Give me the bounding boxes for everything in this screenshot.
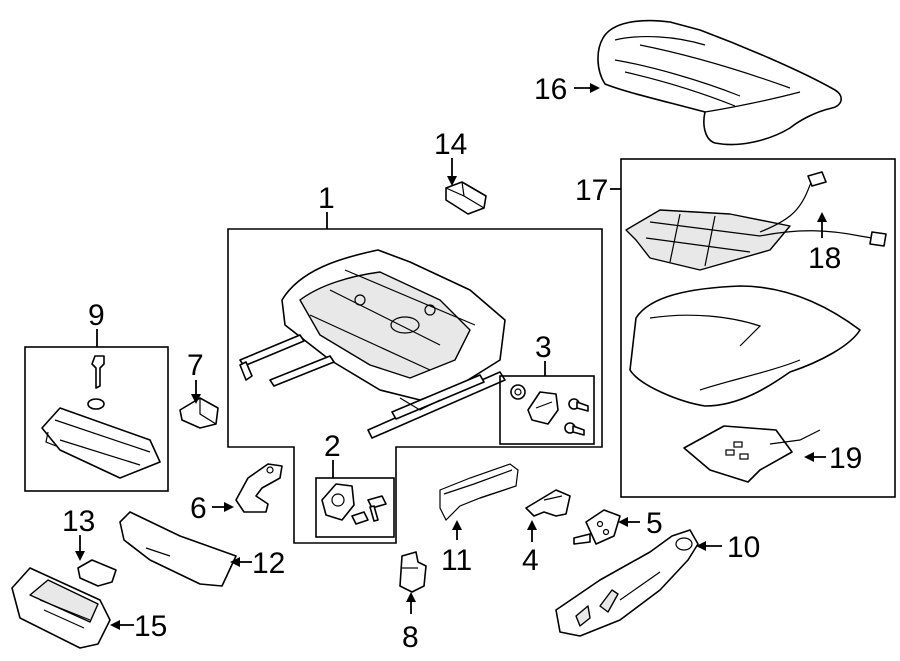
part-1-seat-frame (239, 249, 506, 439)
part-9-box (24, 346, 169, 492)
callout-18: 18 (808, 242, 841, 275)
callout-17: 17 (575, 174, 608, 207)
callout-8: 8 (402, 621, 419, 654)
callout-12: 12 (252, 547, 285, 580)
callout-3: 3 (535, 331, 552, 364)
callout-1: 1 (318, 182, 335, 215)
leader-10 (696, 541, 722, 551)
part-9-cover (41, 355, 161, 479)
callout-9: 9 (88, 299, 105, 332)
leader-16 (574, 83, 600, 93)
part-2-motor (321, 483, 387, 525)
leader-13 (75, 535, 85, 561)
leader-8 (406, 592, 416, 614)
part-13-clip (77, 559, 117, 587)
part-1-box (227, 228, 603, 544)
leader-11 (452, 520, 462, 540)
part-12-trim-panel (119, 511, 237, 587)
callout-13: 13 (62, 505, 95, 538)
callout-16: 16 (534, 73, 567, 106)
callout-11: 11 (441, 544, 472, 577)
callout-7: 7 (187, 349, 204, 382)
part-10-side-shield (555, 529, 699, 637)
callout-2: 2 (324, 430, 341, 463)
part-16-seat-cushion-pad (597, 19, 842, 146)
part-11-harness (439, 463, 519, 522)
part-7-handle (179, 397, 219, 429)
part-8-connector (399, 551, 427, 593)
leader-15 (110, 620, 134, 630)
part-2-box (315, 477, 395, 538)
leader-14 (447, 158, 457, 186)
callout-19: 19 (829, 442, 862, 475)
leader-19 (804, 452, 826, 462)
part-17-cushion (625, 171, 887, 483)
leader-18 (817, 212, 827, 238)
callout-6: 6 (190, 492, 207, 525)
part-4-lever (525, 489, 571, 517)
callout-10: 10 (727, 531, 760, 564)
part-17-box (620, 158, 896, 498)
leader-5 (618, 517, 640, 527)
part-3-box (499, 375, 595, 445)
part-3-recliner (510, 384, 589, 436)
part-15-storage-tray (11, 567, 111, 649)
leader-4 (527, 520, 537, 542)
callout-15: 15 (134, 610, 167, 643)
part-14-switch (445, 181, 487, 215)
callout-4: 4 (522, 544, 539, 577)
leader-7 (191, 380, 201, 404)
leader-12 (230, 557, 252, 567)
part-5-switch (573, 509, 621, 545)
callout-5: 5 (646, 507, 663, 540)
callout-14: 14 (434, 128, 467, 161)
part-6-bracket (235, 463, 283, 513)
leader-6 (212, 502, 234, 512)
